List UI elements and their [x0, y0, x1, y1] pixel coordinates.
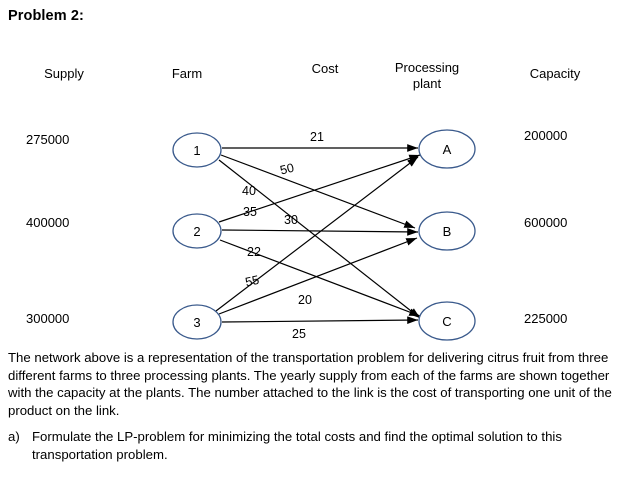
- node-plant-a: A: [418, 129, 476, 169]
- node-plant-a-label: A: [443, 142, 452, 157]
- edge-label-farm1-plantA: 21: [310, 130, 324, 144]
- edge-farm3-plantC: [221, 316, 419, 324]
- edge-label-farm2-plantA: 35: [243, 205, 257, 219]
- edge-farm2-plantC: [219, 239, 421, 317]
- node-farm-1-label: 1: [193, 143, 200, 158]
- capacity-value-plant-b: 600000: [524, 215, 568, 230]
- capacity-value-plant-c: 225000: [524, 311, 568, 326]
- capacity-value-plant-a: 200000: [524, 128, 568, 143]
- node-plant-c-label: C: [442, 314, 451, 329]
- edge-label-farm2-plantC: 22: [247, 245, 261, 259]
- node-farm-3-label: 3: [193, 315, 200, 330]
- node-plant-b-label: B: [443, 224, 452, 239]
- node-farm-2-label: 2: [193, 224, 200, 239]
- edge-farm1-plantC: [218, 159, 421, 319]
- node-plant-b: B: [418, 211, 476, 251]
- edge-farm1-plantB: [220, 154, 416, 229]
- question-marker-a: a): [8, 429, 20, 444]
- question-text-a: Formulate the LP-problem for minimizing …: [32, 429, 562, 462]
- column-header-cost: Cost: [311, 61, 339, 76]
- supply-value-farm-3: 300000: [26, 311, 70, 326]
- edge-label-farm3-plantA: 55: [244, 273, 261, 290]
- supply-value-farm-2: 400000: [26, 215, 70, 230]
- column-header-supply: Supply: [44, 66, 84, 81]
- description-paragraph: The network above is a representation of…: [8, 350, 612, 418]
- edge-farm3-plantB: [218, 237, 418, 315]
- processing-plant-line-1: Processing: [394, 60, 460, 75]
- page-title: Problem 2:: [8, 8, 84, 24]
- edge-farm2-plantA: [218, 154, 421, 223]
- question-list: a) Formulate the LP-problem for minimizi…: [8, 428, 608, 463]
- edge-label-farm2-plantB: 30: [284, 213, 298, 227]
- column-header-processing-plant: Processing plant: [372, 60, 482, 92]
- edge-farm3-plantA: [215, 156, 419, 312]
- column-header-farm: Farm: [171, 66, 203, 81]
- node-farm-2: 2: [172, 213, 222, 249]
- node-farm-3: 3: [172, 304, 222, 340]
- edge-label-farm1-plantB: 50: [279, 161, 296, 178]
- question-item-a: a) Formulate the LP-problem for minimizi…: [8, 428, 608, 463]
- network-diagram: 1 2 3 A B C 21 50 40 35 30 22 55 2: [172, 129, 476, 341]
- supply-value-farm-1: 275000: [26, 132, 70, 147]
- node-plant-c: C: [418, 301, 476, 341]
- processing-plant-line-2: plant: [412, 76, 442, 91]
- column-header-capacity: Capacity: [529, 66, 581, 81]
- edge-label-farm1-plantC: 40: [242, 184, 256, 198]
- edge-label-farm3-plantB: 20: [298, 293, 312, 307]
- node-farm-1: 1: [172, 132, 222, 168]
- edge-label-farm3-plantC: 25: [292, 327, 306, 341]
